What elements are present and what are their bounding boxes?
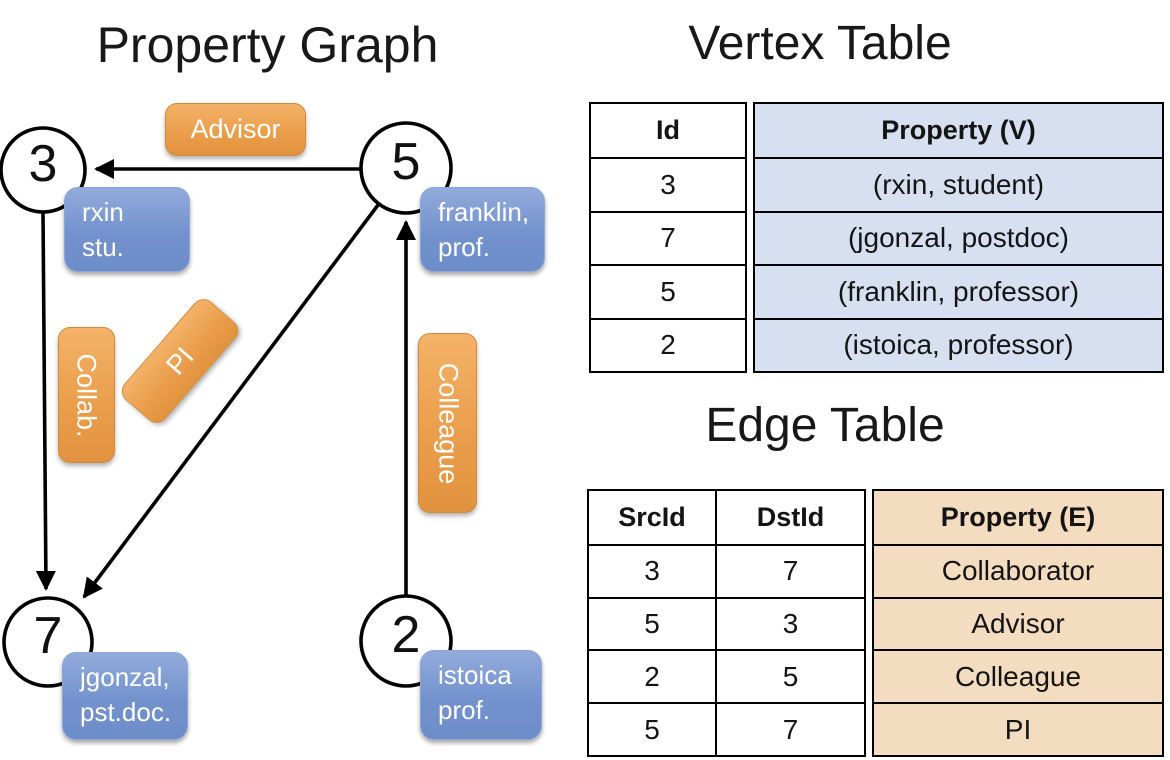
vertex-label-5-line2: prof.: [438, 232, 491, 262]
edge-badge-advisor: Advisor: [165, 103, 306, 156]
edge-table-property-column: Property (E) Collaborator Advisor Collea…: [872, 489, 1164, 757]
edge-table-srcid-cell: 2: [589, 649, 717, 703]
edge-table-dstid-cell: 3: [717, 596, 864, 650]
vertex-label-2: istoica prof.: [420, 650, 542, 740]
vertex-label-7-line2: pst.doc.: [80, 697, 172, 727]
vertex-label-7: jgonzal, pst.doc.: [62, 652, 188, 740]
vertex-table-property-cell: (istoica, professor): [755, 317, 1162, 371]
vertex-table-property-cell: (jgonzal, postdoc): [755, 210, 1162, 264]
vertex-table-id-cell: 3: [591, 157, 745, 210]
vertex-label-3-line1: rxin: [82, 197, 124, 227]
edge-table-property-header: Property (E): [940, 501, 1096, 532]
vertex-label-3: rxin stu.: [64, 187, 190, 272]
edge-collab-3-to-7: [35, 211, 56, 592]
edge-badge-advisor-text: Advisor: [190, 114, 281, 144]
edge-table-property-cell: Colleague: [874, 649, 1162, 702]
edge-badge-colleague-text: Colleague: [433, 362, 463, 484]
edge-table-dstid-cell: 5: [717, 649, 864, 702]
edge-table-property-cell: PI: [874, 702, 1162, 755]
edge-table-property-cell: Collaborator: [874, 543, 1162, 597]
vertex-label-7-line1: jgonzal,: [80, 662, 170, 692]
edge-table-dstid-cell: 7: [717, 543, 864, 597]
property-graph-title: Property Graph: [96, 17, 439, 73]
edge-table-title: Edge Table: [705, 399, 945, 452]
vertex-label-5-line1: franklin,: [438, 197, 530, 227]
edge-badge-colleague: Colleague: [418, 333, 477, 513]
node-id-2: 2: [391, 606, 421, 664]
vertex-table-property-column: Property (V) (rxin, student) (jgonzal, p…: [753, 102, 1164, 373]
edge-table-srcid-header: SrcId: [589, 491, 717, 544]
edge-table-srcid-cell: 5: [589, 596, 717, 650]
vertex-label-3-line2: stu.: [82, 232, 124, 262]
vertex-table-id-header: Id: [656, 115, 680, 146]
edge-badge-collab-text: Collab.: [72, 352, 103, 438]
edge-table-property-cell: Advisor: [874, 596, 1162, 650]
vertex-label-2-line2: prof.: [438, 695, 491, 725]
vertex-table-title: Vertex Table: [688, 17, 952, 70]
vertex-table-id-cell: 5: [591, 264, 745, 317]
node-circle-3: [0, 126, 87, 214]
edge-table-srcid-cell: 5: [589, 702, 717, 755]
edge-badge-pi-text: PI: [159, 341, 200, 381]
node-id-3: 3: [28, 135, 58, 193]
vertex-table-property-cell: (franklin, professor): [755, 264, 1162, 317]
edge-table-id-columns: SrcId DstId 3 7 5 3 2 5 5 7: [587, 489, 866, 757]
edge-badge-collab: Collab.: [58, 327, 115, 463]
vertex-table-property-cell: (rxin, student): [755, 157, 1162, 210]
vertex-label-2-line1: istoica: [438, 660, 512, 690]
node-id-5: 5: [391, 133, 421, 191]
vertex-label-5: franklin, prof.: [420, 187, 545, 272]
edge-table-dstid-header: DstId: [756, 501, 825, 532]
vertex-table-property-header: Property (V): [881, 115, 1036, 146]
edge-pi-5-to-7: [82, 203, 380, 599]
edge-table-srcid-cell: 3: [589, 543, 717, 597]
vertex-table-id-cell: 7: [591, 210, 745, 264]
vertex-table-id-cell: 2: [591, 317, 745, 371]
edge-table-dstid-cell: 7: [717, 702, 864, 755]
vertex-table-id-column: Id 3 7 5 2: [589, 102, 747, 373]
node-id-7: 7: [33, 607, 63, 665]
